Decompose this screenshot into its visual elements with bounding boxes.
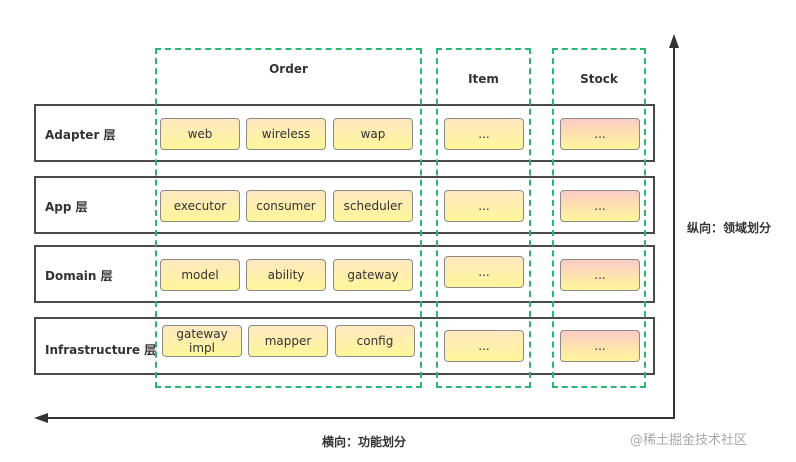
- chip-scheduler: scheduler: [333, 190, 413, 222]
- layer-label-infrastructure: Infrastructure 层: [45, 343, 157, 357]
- chip-gateway: gateway: [333, 259, 413, 291]
- chip-item-domain: ...: [444, 256, 524, 288]
- chip-model: model: [160, 259, 240, 291]
- chip-stock-domain: ...: [560, 259, 640, 291]
- domain-box-stock: [552, 48, 646, 388]
- watermark-text: @稀土掘金技术社区: [630, 433, 748, 448]
- horizontal-axis-label: 横向：功能划分: [322, 435, 407, 449]
- domain-label-item: Item: [468, 72, 499, 86]
- chip-wap: wap: [333, 118, 413, 150]
- layer-row-adapter: Adapter 层: [34, 104, 655, 162]
- chip-stock-adapter: ...: [560, 118, 640, 150]
- chip-mapper: mapper: [248, 325, 328, 357]
- layer-row-app: App 层: [34, 176, 655, 234]
- chip-config: config: [335, 325, 415, 357]
- domain-box-item: [436, 48, 531, 388]
- chip-gateway-impl: gateway impl: [162, 325, 242, 357]
- chip-item-adapter: ...: [444, 118, 524, 150]
- horizontal-axis-arrowhead: [34, 413, 48, 423]
- vertical-axis-arrowhead: [669, 34, 679, 48]
- chip-wireless: wireless: [246, 118, 326, 150]
- chip-consumer: consumer: [246, 190, 326, 222]
- layer-label-adapter: Adapter 层: [45, 128, 116, 142]
- layer-label-app: App 层: [45, 200, 88, 214]
- chip-item-app: ...: [444, 190, 524, 222]
- vertical-axis-label: 纵向：领域划分: [687, 221, 772, 235]
- chip-item-infrastructure: ...: [444, 330, 524, 362]
- chip-stock-app: ...: [560, 190, 640, 222]
- layer-label-domain: Domain 层: [45, 269, 113, 283]
- chip-stock-infrastructure: ...: [560, 330, 640, 362]
- chip-web: web: [160, 118, 240, 150]
- chip-executor: executor: [160, 190, 240, 222]
- domain-label-stock: Stock: [580, 72, 618, 86]
- domain-label-order: Order: [269, 62, 308, 76]
- chip-ability: ability: [246, 259, 326, 291]
- domain-box-order: [155, 48, 422, 388]
